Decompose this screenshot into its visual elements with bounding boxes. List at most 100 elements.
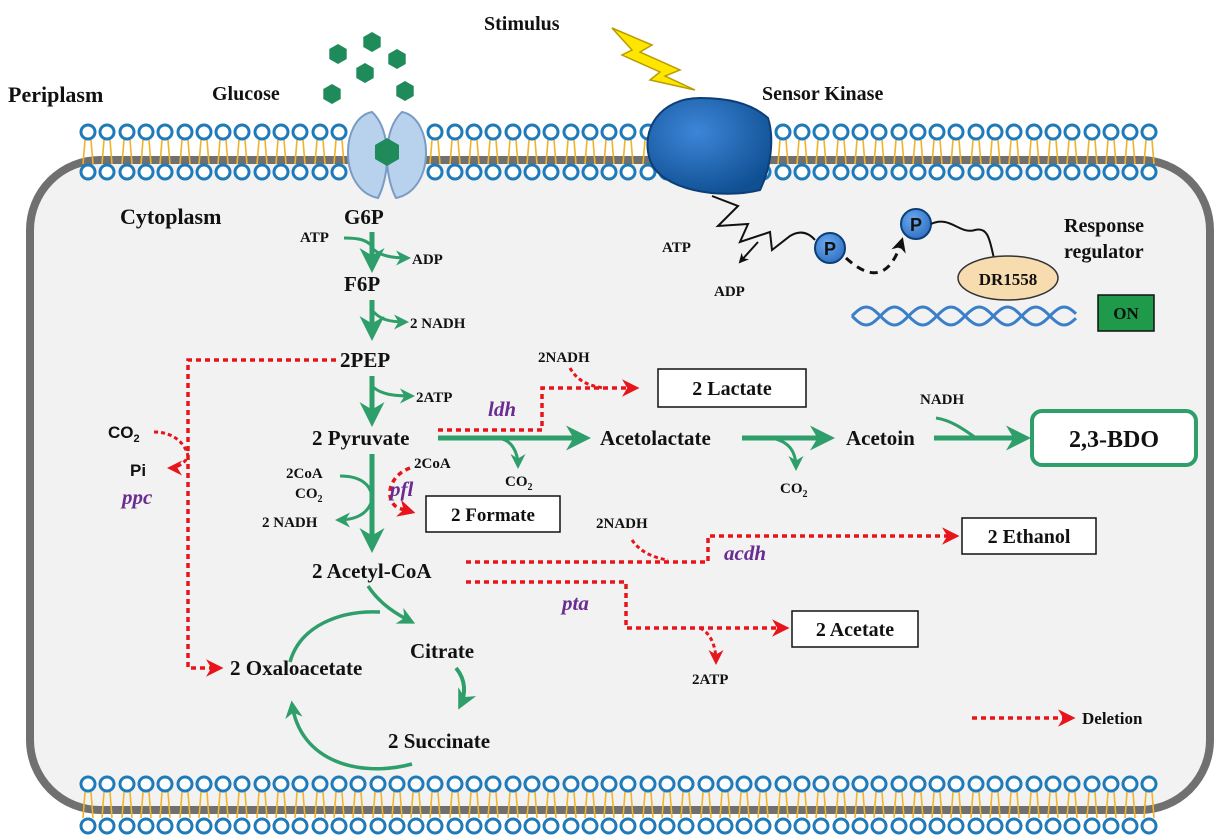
pfl-deletion-arrow	[388, 466, 416, 517]
lipid-head-icon	[291, 775, 309, 793]
lipid-tail	[997, 139, 1001, 165]
lipid-head-icon	[369, 817, 387, 835]
lipid-head-icon	[542, 163, 560, 181]
lipid-tail	[244, 791, 248, 819]
lipid-tail	[785, 139, 789, 165]
lipid-tail	[468, 139, 472, 165]
lipid-head-icon	[272, 775, 290, 793]
lipid-head-icon	[716, 775, 734, 793]
on-status-box	[1097, 294, 1155, 332]
lipid-head-icon	[1140, 123, 1158, 141]
lipid-head-icon	[1140, 775, 1158, 793]
lipid-tail	[1094, 139, 1098, 165]
periplasm-label: Periplasm	[8, 82, 103, 107]
lipid-tail	[121, 791, 125, 819]
lipid-head-icon	[426, 163, 444, 181]
lipid-head-icon	[562, 817, 580, 835]
lipid-tail	[931, 139, 935, 165]
lipid-tail	[584, 139, 588, 165]
lipid-tail	[1036, 791, 1040, 819]
lipid-head-icon	[330, 123, 348, 141]
lipid-tail	[669, 791, 673, 819]
lipid-tail	[187, 139, 191, 165]
glucose-icon	[388, 49, 406, 69]
lipid-head-icon	[156, 123, 174, 141]
lipid-head-icon	[1025, 123, 1043, 141]
lipid-head-icon	[851, 163, 869, 181]
atp-glycolysis-label: ATP	[300, 230, 329, 246]
lipid-head-icon	[619, 163, 637, 181]
pyruvate-label: 2 Pyruvate	[312, 426, 409, 450]
lipid-head-icon	[1063, 775, 1081, 793]
lipid-tail	[1016, 139, 1020, 165]
lipid-tail	[275, 139, 279, 165]
lipid-head-icon	[176, 163, 194, 181]
formate-box	[425, 495, 561, 533]
glucose-in-transporter-icon	[375, 138, 399, 166]
lipid-tail	[418, 791, 422, 819]
lipid-tail	[256, 791, 260, 819]
lipid-tail	[1008, 791, 1012, 819]
lipid-tail	[970, 791, 974, 819]
lipid-tail	[101, 791, 105, 819]
lipid-head-icon	[465, 123, 483, 141]
lipid-head-icon	[1044, 123, 1062, 141]
lipid-head-icon	[176, 123, 194, 141]
lipid-head-icon	[870, 775, 888, 793]
lipid-head-icon	[562, 163, 580, 181]
lipid-head-icon	[504, 817, 522, 835]
lipid-head-icon	[349, 817, 367, 835]
lipid-head-icon	[98, 163, 116, 181]
glucose-icon	[396, 81, 414, 101]
lipid-head-icon	[735, 817, 753, 835]
co2-acetolactate-label: CO2	[780, 481, 808, 500]
lipid-head-icon	[195, 775, 213, 793]
lipid-tail	[796, 139, 800, 165]
lipid-head-icon	[118, 123, 136, 141]
lipid-tail	[507, 139, 511, 165]
g6p-label: G6P	[344, 205, 384, 229]
lipid-head-icon	[118, 775, 136, 793]
lipid-tail	[1105, 139, 1109, 165]
lipid-head-icon	[870, 123, 888, 141]
oaa-to-citrate-arc	[288, 610, 381, 663]
lipid-head-icon	[156, 775, 174, 793]
lipid-tail	[487, 791, 491, 819]
lipid-tail	[129, 791, 133, 819]
lipid-head-icon	[176, 775, 194, 793]
lipid-head-icon	[1063, 163, 1081, 181]
lipid-tail	[823, 791, 827, 819]
lipid-tail	[1124, 139, 1128, 165]
lipid-head-icon	[890, 817, 908, 835]
acetylcoa-label: 2 Acetyl-CoA	[312, 559, 432, 583]
lipid-head-icon	[947, 775, 965, 793]
lipid-head-icon	[619, 775, 637, 793]
lipid-head-icon	[890, 163, 908, 181]
lipid-head-icon	[1044, 775, 1062, 793]
lipid-tail	[352, 791, 356, 819]
lipid-tail	[1016, 791, 1020, 819]
lipid-tail	[997, 791, 1001, 819]
lipid-head-icon	[639, 817, 657, 835]
dr1558-label: DR1558	[979, 270, 1038, 289]
lipid-tail	[843, 791, 847, 819]
lipid-tail	[217, 791, 221, 819]
bdo-product-box	[1030, 409, 1198, 467]
lactate-label: 2 Lactate	[692, 378, 772, 400]
lipid-tail	[1105, 791, 1109, 819]
lipid-head-icon	[697, 817, 715, 835]
lipid-tail	[746, 791, 750, 819]
lipid-tail	[565, 139, 569, 165]
lipid-tail	[294, 139, 298, 165]
lipid-tail	[275, 791, 279, 819]
pfl-gene-label: pfl	[388, 477, 413, 501]
coa-left-label: 2CoA	[286, 466, 323, 482]
lipid-head-icon	[504, 163, 522, 181]
lipid-tail	[399, 791, 403, 819]
lipid-head-icon	[542, 817, 560, 835]
atp-pep-label: 2ATP	[416, 390, 452, 406]
lipid-tail	[225, 791, 229, 819]
lipid-head-icon	[890, 123, 908, 141]
pta-gene-label: pta	[560, 591, 589, 615]
lipid-head-icon	[812, 123, 830, 141]
